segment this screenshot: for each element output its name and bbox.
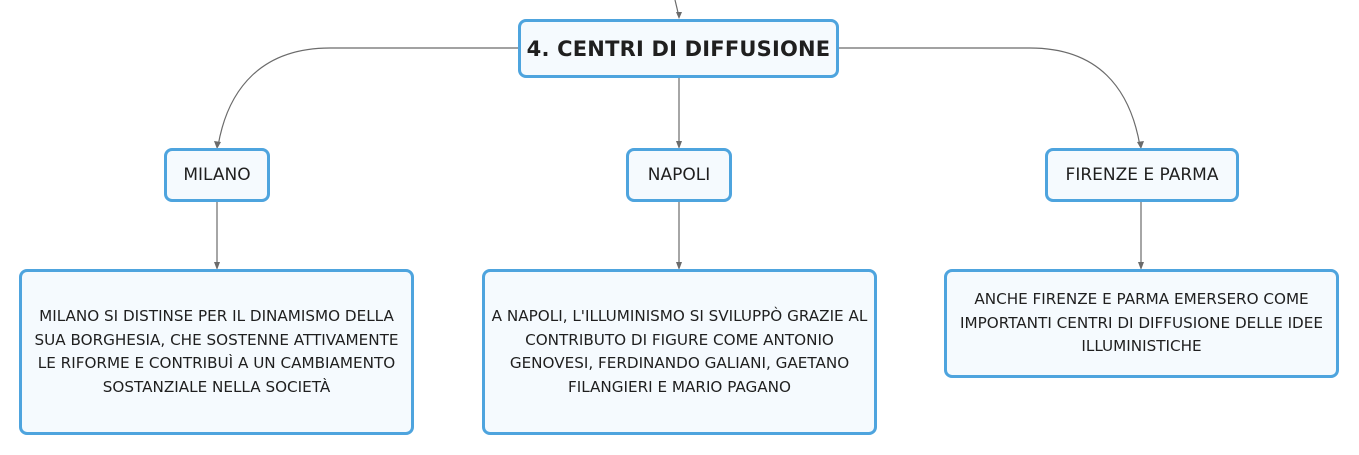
arrowhead — [214, 141, 221, 149]
subtopic-milano-description[interactable]: MILANO SI DISTINSE PER IL DINAMISMO DELL… — [19, 269, 414, 435]
subtopic-napoli-text: A NAPOLI, L'ILLUMINISMO SI SVILUPPÒ GRAZ… — [491, 307, 868, 396]
subtopic-firenze-parma-description[interactable]: ANCHE FIRENZE E PARMA EMERSERO COME IMPO… — [944, 269, 1339, 378]
arrowhead — [676, 141, 682, 149]
arrowhead — [676, 262, 682, 270]
root-topic[interactable]: 4. CENTRI DI DIFFUSIONE — [518, 19, 839, 78]
topic-napoli[interactable]: NAPOLI — [626, 148, 732, 202]
topic-milano-label: MILANO — [183, 165, 251, 185]
arrowhead — [1138, 262, 1144, 270]
arrowhead — [214, 262, 220, 270]
subtopic-napoli-description[interactable]: A NAPOLI, L'ILLUMINISMO SI SVILUPPÒ GRAZ… — [482, 269, 877, 435]
topic-milano[interactable]: MILANO — [164, 148, 270, 202]
connector-root-firenze-parma — [839, 47, 1141, 147]
topic-napoli-label: NAPOLI — [647, 165, 711, 185]
connector-root-milano — [217, 47, 518, 147]
subtopic-firenze-parma-text: ANCHE FIRENZE E PARMA EMERSERO COME IMPO… — [960, 290, 1323, 356]
arrowhead — [1137, 141, 1144, 149]
root-topic-label: 4. CENTRI DI DIFFUSIONE — [526, 36, 831, 61]
topic-firenze-parma-label: FIRENZE E PARMA — [1065, 165, 1219, 185]
subtopic-milano-text: MILANO SI DISTINSE PER IL DINAMISMO DELL… — [34, 307, 399, 396]
topic-firenze-parma[interactable]: FIRENZE E PARMA — [1045, 148, 1239, 202]
arrowhead — [676, 12, 682, 19]
